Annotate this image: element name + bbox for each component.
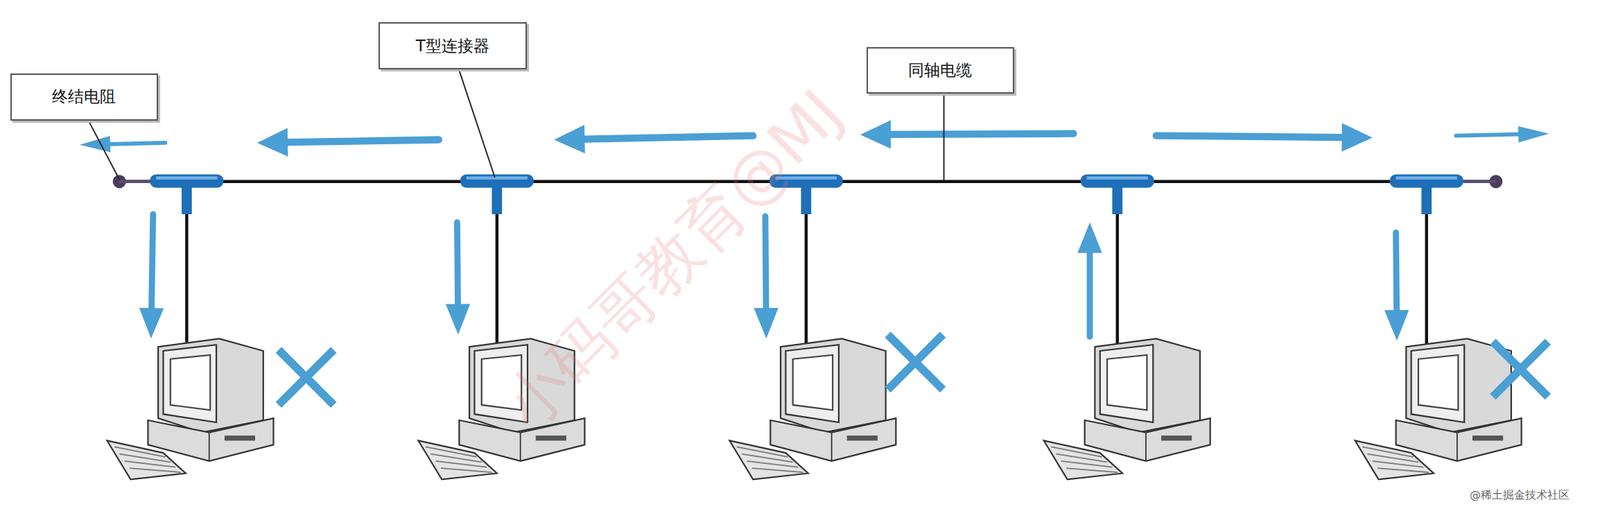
callout-box: 终结电阻 (10, 73, 159, 121)
t-connector (460, 174, 534, 215)
signal-arrow (1077, 222, 1102, 337)
signal-arrow (860, 119, 1074, 149)
signal-arrow (445, 222, 471, 335)
signal-arrow (139, 214, 164, 339)
terminator-lead (1462, 180, 1497, 184)
signal-arrow (1384, 232, 1409, 341)
callout-text: 终结电阻 (51, 85, 116, 108)
computer-icon (1044, 338, 1211, 480)
callout-box: 同轴电缆 (866, 47, 1015, 95)
source-credit: @稀土掘金技术社区 (1469, 488, 1570, 503)
blocked-mark (888, 334, 943, 389)
callout-text: T型连接器 (415, 35, 490, 57)
computer-icon (107, 338, 274, 480)
leader-line (86, 117, 120, 180)
leader-line (943, 91, 945, 181)
computer-icon (729, 338, 896, 480)
signal-arrow (257, 128, 439, 157)
t-connector (1080, 174, 1155, 215)
signal-arrow (79, 135, 166, 153)
t-connector (149, 174, 224, 215)
signal-arrow (1455, 126, 1549, 143)
terminator-lead (119, 180, 154, 184)
signal-arrow (1156, 123, 1373, 152)
callout-text: 同轴电缆 (908, 59, 972, 82)
callout-box: T型连接器 (378, 22, 527, 70)
leader-line (458, 67, 495, 178)
t-connector (1389, 174, 1464, 215)
blocked-mark (1492, 341, 1548, 397)
blocked-mark (278, 350, 334, 405)
computer-icon (1355, 338, 1522, 480)
